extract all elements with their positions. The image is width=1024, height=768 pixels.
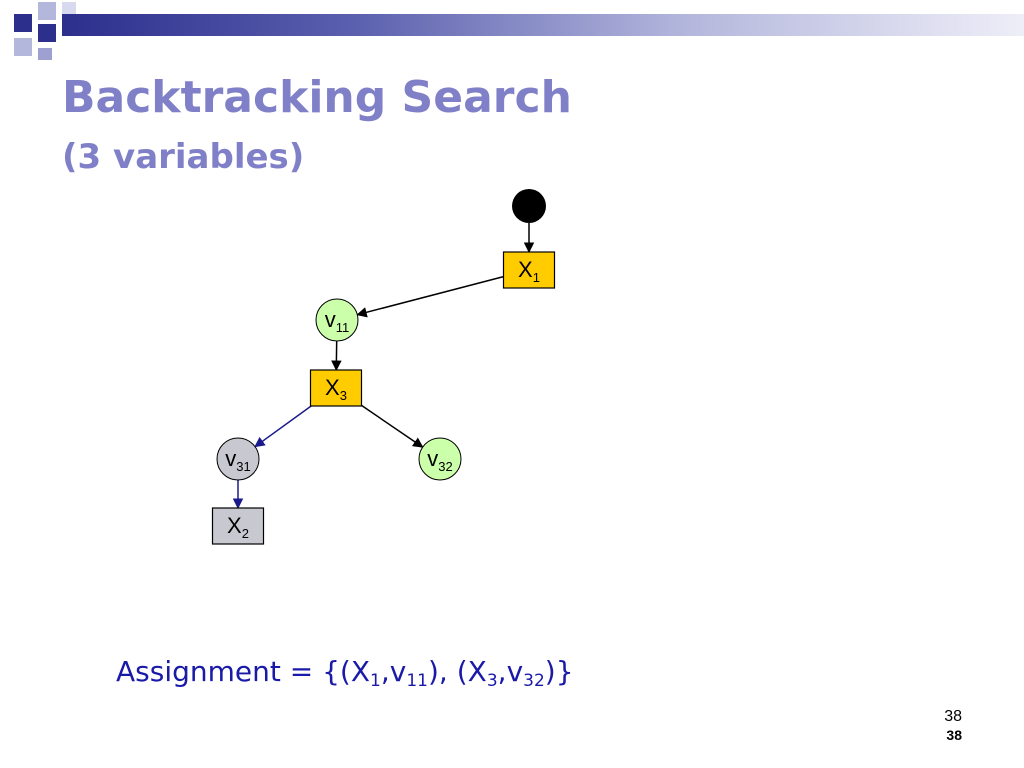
assignment-part: ), (X [428,655,487,688]
tree-node-X3: X3 [309,369,363,407]
variable-node-box [309,369,363,407]
tree-edge-X1-v11 [356,275,504,318]
slide-title: Backtracking Search [62,72,572,123]
header-gradient-bar [62,14,1024,36]
assignment-subscript: 1 [370,671,381,691]
decor-square-navy [38,24,56,42]
node-label: X1 [518,257,540,285]
decor-square-light [38,2,56,20]
decor-square-light [38,48,52,60]
page-number-footer: 38 [946,727,962,743]
assignment-text: Assignment = {(X1,v11), (X3,v32)} [116,655,574,690]
decor-square-light [62,2,76,16]
node-label: v32 [427,446,452,474]
value-node-circle [315,298,359,342]
node-label: v11 [325,307,350,335]
tree-edges [232,223,535,510]
tree-node-v11: v11 [315,298,359,342]
node-label: v31 [225,446,250,474]
node-label: X3 [325,375,347,403]
assignment-part: )} [544,655,574,688]
slide-subtitle: (3 variables) [62,137,305,177]
value-node-circle [216,437,260,481]
assignment-part: Assignment = {(X [116,655,371,688]
assignment-part: ,v [497,655,524,688]
decor-square-navy [14,14,32,32]
tree-edge-X3-v32 [361,404,424,448]
variable-node-box [211,507,265,545]
assignment-subscript: 11 [406,671,428,691]
root-node-circle [512,189,546,223]
tree-node-X1: X1 [502,251,556,289]
variable-node-box [502,251,556,289]
value-node-circle [418,437,462,481]
assignment-subscript: 32 [523,671,545,691]
assignment-subscript: 3 [486,671,498,691]
node-label: X2 [227,513,249,541]
tree-node-root [512,189,546,223]
tree-edge-X3-v31 [254,405,312,448]
assignment-part: ,v [380,655,407,688]
page-number: 38 [944,708,962,725]
decor-square-light [14,38,32,56]
tree-node-v31: v31 [216,437,260,481]
tree-node-X2: X2 [211,507,265,545]
tree-node-v32: v32 [418,437,462,481]
